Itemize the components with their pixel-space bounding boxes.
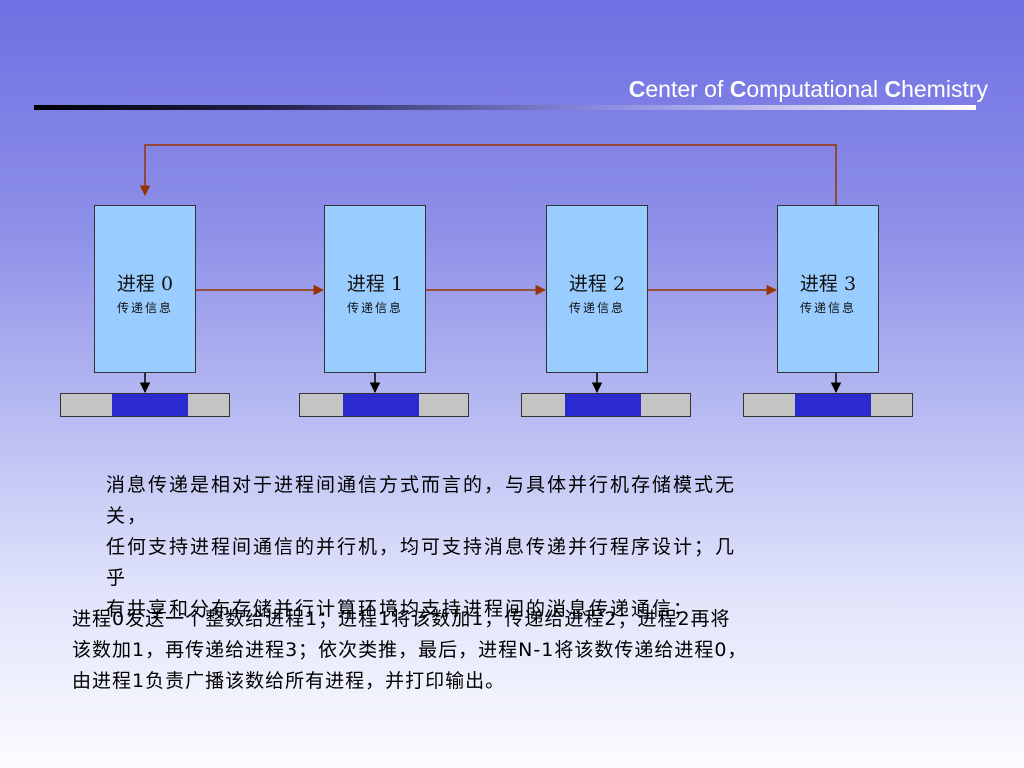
description-line: 消息传递是相对于进程间通信方式而言的，与具体并行机存储模式无 <box>106 474 737 496</box>
process-name: 进程 0 <box>116 273 174 295</box>
header-title-part: Computational <box>729 76 885 102</box>
process-subtitle: 传递信息 <box>568 301 625 315</box>
example-paragraph: 进程0发送一个整数给进程1；进程1将该数加1，传递给进程2；进程2再将 该数加1… <box>72 604 952 697</box>
process-subtitle: 传递信息 <box>116 301 173 315</box>
example-line: 该数加1，再传递给进程3；依次类推，最后，进程N-1将该数传递给进程0， <box>72 639 748 661</box>
buffer-2 <box>521 393 691 417</box>
buffer-1 <box>299 393 469 417</box>
description-line: 任何支持进程间通信的并行机，均可支持消息传递并行程序设计；几 <box>106 536 737 558</box>
buffer-segment-active <box>343 394 419 416</box>
header-title: Center of Computational Chemistry <box>629 76 988 103</box>
description-line: 有共享和分布存储并行计算环境均支持进程间的消息传递通信； <box>106 598 695 620</box>
example-line: 由进程1负责广播该数给所有进程，并打印输出。 <box>72 670 506 692</box>
buffer-segment <box>744 394 795 416</box>
buffer-segment-active <box>112 394 188 416</box>
buffer-0 <box>60 393 230 417</box>
process-name: 进程 2 <box>568 273 626 295</box>
process-box-2: 进程 2 传递信息 <box>546 205 648 373</box>
process-box-0: 进程 0 传递信息 <box>94 205 196 373</box>
process-box-3: 进程 3 传递信息 <box>777 205 879 373</box>
header-title-part: Center of <box>628 76 730 102</box>
header-rule <box>34 105 976 110</box>
process-name: 进程 3 <box>799 273 857 295</box>
header-title-part: Chemistry <box>884 76 988 102</box>
buffer-segment <box>871 394 912 416</box>
buffer-segment <box>522 394 565 416</box>
process-name: 进程 1 <box>346 273 404 295</box>
buffer-segment-active <box>565 394 641 416</box>
buffer-segment-active <box>795 394 871 416</box>
buffer-segment <box>61 394 112 416</box>
process-box-1: 进程 1 传递信息 <box>324 205 426 373</box>
buffer-segment <box>300 394 343 416</box>
process-subtitle: 传递信息 <box>346 301 403 315</box>
buffer-3 <box>743 393 913 417</box>
example-line: 进程0发送一个整数给进程1；进程1将该数加1，传递给进程2；进程2再将 <box>72 608 731 630</box>
process-subtitle: 传递信息 <box>799 301 856 315</box>
buffer-segment <box>188 394 229 416</box>
buffer-segment <box>641 394 690 416</box>
description-line: 关， <box>106 505 149 527</box>
arrow-p3-p0-loop <box>139 144 837 205</box>
buffer-segment <box>419 394 468 416</box>
description-paragraph: 消息传递是相对于进程间通信方式而言的，与具体并行机存储模式无 关， 任何支持进程… <box>106 470 896 625</box>
description-line: 乎 <box>106 567 128 589</box>
